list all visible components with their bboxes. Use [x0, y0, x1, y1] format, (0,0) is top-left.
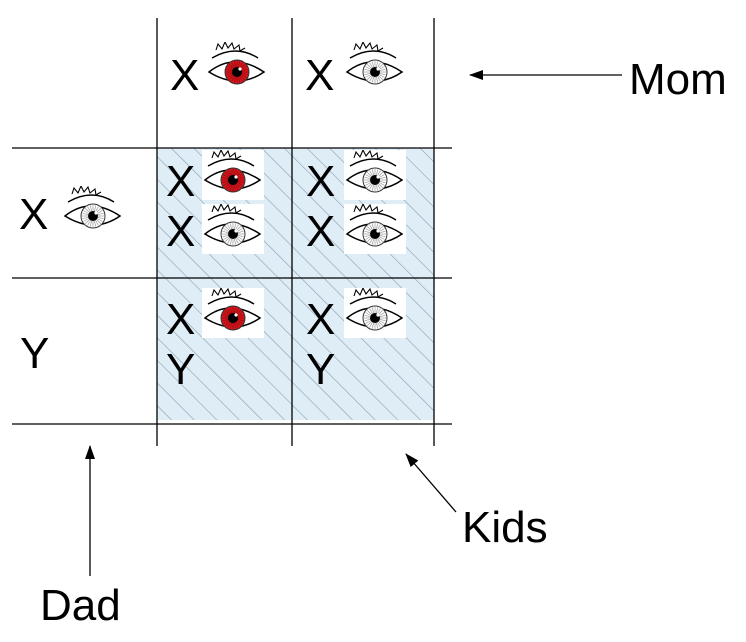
kid-r2c1-allele-1-letter: X: [166, 295, 196, 344]
kid-r2c2-allele-2-letter: Y: [306, 345, 336, 394]
kid-r1c1-allele-2-letter: X: [166, 207, 196, 256]
mom-allele-1-letter: X: [170, 51, 200, 100]
kid-r1c2-allele-1-letter: X: [306, 157, 336, 206]
mom-label: Mom: [629, 55, 727, 104]
kid-r2c2-allele-1-letter: X: [306, 295, 336, 344]
kids-label: Kids: [462, 503, 548, 552]
kids-arrow: [405, 453, 457, 513]
mom-allele-2-letter: X: [305, 51, 335, 100]
dad-label: Dad: [40, 581, 121, 630]
dad-allele-2-letter: Y: [20, 329, 50, 378]
kid-r1c1-allele-1-letter: X: [166, 157, 196, 206]
kid-r2c1-allele-2-letter: Y: [166, 345, 196, 394]
dad-allele-1-letter: X: [19, 190, 49, 239]
grid-lines: [12, 18, 452, 446]
kid-r1c2-allele-2-letter: X: [306, 207, 336, 256]
